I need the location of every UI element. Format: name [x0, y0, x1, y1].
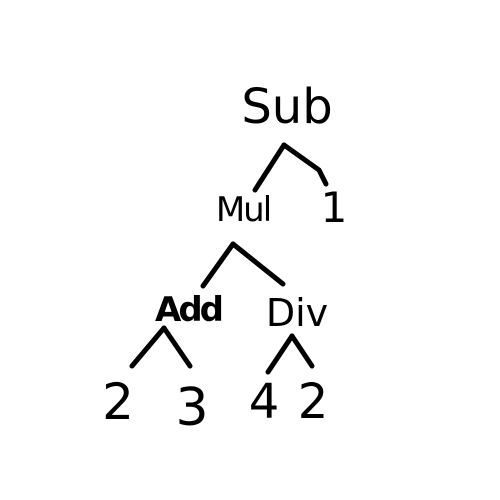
edge-div-four [265, 333, 295, 375]
edge-mul-div [230, 241, 286, 287]
node-three: 3 [175, 378, 209, 438]
edge-sub-one [281, 142, 329, 187]
node-four: 4 [248, 374, 280, 430]
node-add: Add [155, 290, 224, 330]
edge-add-two [129, 325, 167, 369]
node-one: 1 [320, 183, 348, 232]
node-two-right: 2 [297, 374, 329, 430]
node-mul: Mul [215, 190, 272, 230]
edge-sub-mul [252, 142, 287, 193]
edge-div-two [289, 333, 315, 369]
node-two-left: 2 [102, 373, 134, 431]
node-sub: Sub [241, 79, 333, 135]
edge-mul-add [200, 241, 236, 289]
node-div: Div [265, 291, 329, 335]
edge-add-three [161, 325, 193, 369]
